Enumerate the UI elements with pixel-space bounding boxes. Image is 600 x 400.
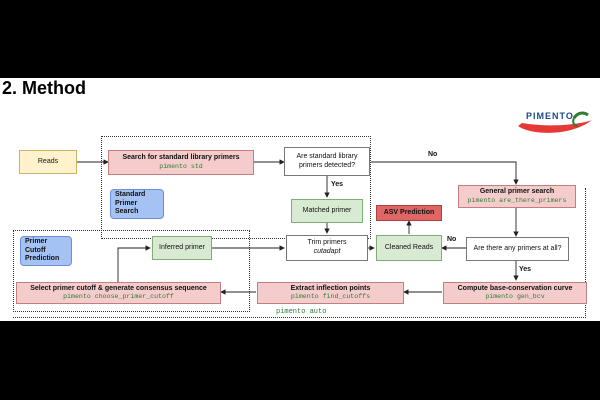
node-tool: cutadapt — [313, 248, 341, 255]
trim-primers-node: Trim primers cutadapt — [286, 235, 368, 261]
node-command: pimento find_cutoffs — [290, 293, 371, 301]
node-label: ASV Prediction — [383, 208, 435, 216]
edge-label-yes: Yes — [331, 181, 344, 188]
flow-arrows — [77, 159, 519, 295]
node-command: pimento are_there_primers — [467, 196, 567, 204]
reads-node: Reads — [19, 150, 77, 174]
primer-cutoff-prediction-region — [13, 230, 250, 312]
node-label: Trim primers — [307, 239, 347, 247]
node-label: Select primer cutoff & generate consensu… — [30, 284, 207, 292]
page-title: 2. Method — [2, 78, 86, 98]
region-label-line: Primer — [25, 237, 48, 245]
pimento-auto-region — [13, 188, 586, 318]
extract-inflection-points-node: Extract inflection points pimento find_c… — [257, 282, 404, 304]
node-label: Compute base-conservation curve — [457, 284, 573, 292]
reads-label: Reads — [37, 157, 59, 165]
node-label: General primer search — [479, 188, 555, 195]
edge-label-no: No — [428, 151, 438, 158]
primer-cutoff-prediction-label: Primer Cutoff Prediction — [20, 236, 72, 266]
base-conservation-curve-node: Compute base-conservation curve pimento … — [443, 282, 587, 304]
asv-prediction-node: ASV Prediction — [376, 205, 442, 221]
pimento-logo: PIMENTO — [512, 106, 594, 136]
standard-primer-search-label: Standard Primer Search — [110, 189, 164, 219]
standard-primer-search-region — [101, 136, 371, 239]
standard-primers-detected-decision: Are standard library primers detected? — [284, 147, 370, 176]
region-label-line: Primer — [115, 199, 138, 207]
region-label-line: Prediction — [25, 255, 60, 263]
pimento-auto-label: pimento auto — [276, 308, 327, 316]
cleaned-reads-node: Cleaned Reads — [376, 235, 442, 261]
slide: 2. Method PIMENTO — [0, 78, 600, 321]
node-label: Are there any primers at all? — [473, 244, 562, 252]
select-primer-cutoff-node: Select primer cutoff & generate consensu… — [16, 282, 221, 304]
region-label-line: Standard — [115, 190, 146, 198]
node-label: Cleaned Reads — [384, 243, 434, 251]
inferred-primer-node: Inferred primer — [152, 236, 212, 260]
node-label: Inferred primer — [159, 243, 205, 251]
node-label: Extract inflection points — [290, 284, 371, 292]
chili-pepper-icon: PIMENTO — [518, 111, 592, 133]
node-label: Matched primer — [302, 206, 352, 214]
matched-primer-node: Matched primer — [291, 199, 363, 223]
general-primer-search-node: General primer search pimento are_there_… — [458, 185, 576, 208]
any-primers-decision: Are there any primers at all? — [466, 237, 569, 261]
edge-label-yes: Yes — [519, 266, 532, 273]
region-label-line: Search — [115, 208, 139, 216]
node-command: pimento gen_bcv — [485, 293, 545, 301]
edge-label-no: No — [447, 236, 457, 243]
node-command: pimento choose_primer_cutoff — [63, 293, 174, 301]
search-standard-primers-node: Search for standard library primers pime… — [108, 150, 254, 175]
node-label: Search for standard library primers — [122, 154, 240, 161]
logo-text: PIMENTO — [526, 111, 574, 121]
region-label-line: Cutoff — [25, 246, 46, 254]
node-command: pimento std — [159, 162, 203, 170]
node-label: Are standard library primers detected? — [296, 152, 358, 169]
